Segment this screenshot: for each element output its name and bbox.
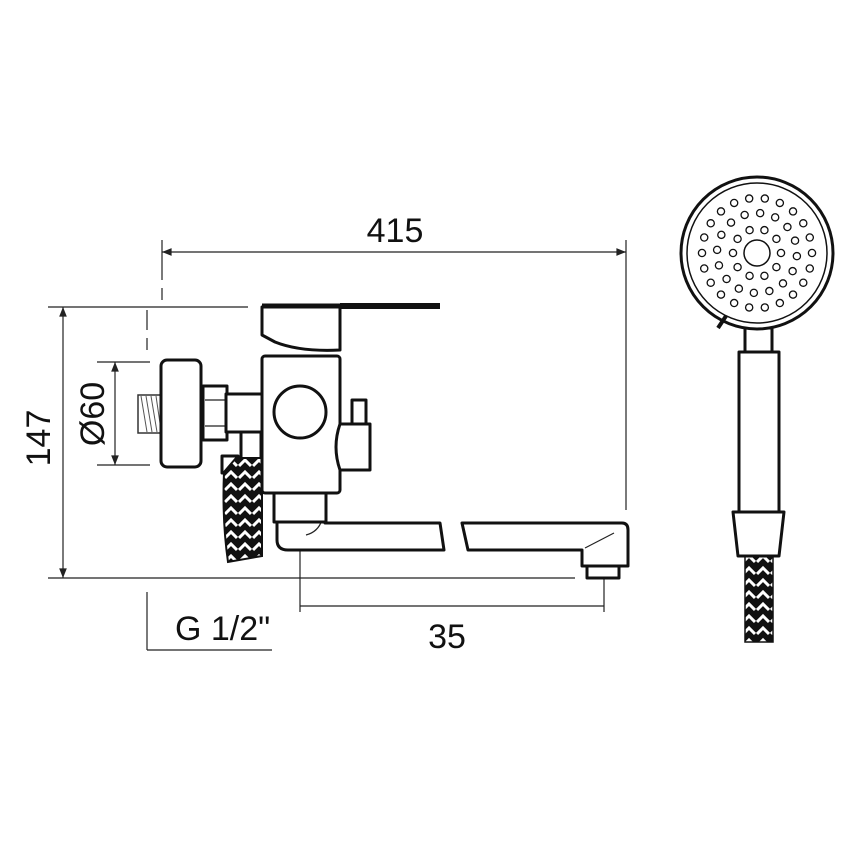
nozzle-hole <box>805 233 815 242</box>
dimension-overall-length: 415 <box>161 212 627 510</box>
nozzle-hole <box>749 288 759 298</box>
nozzle-hole <box>775 298 785 308</box>
dimension-flange-diameter: Ø60 <box>74 361 150 466</box>
hex-nut <box>201 384 229 442</box>
spout-end <box>460 521 630 568</box>
spout-front <box>275 518 446 552</box>
nozzle-hole <box>699 233 709 242</box>
dimension-label-415: 415 <box>367 212 424 250</box>
nozzle-hole <box>760 225 769 235</box>
nozzle-hole <box>729 298 739 308</box>
nozzle-hole <box>714 261 724 270</box>
nozzle-hole <box>760 303 770 312</box>
lever-bar <box>340 303 440 309</box>
hose-connector <box>239 430 263 462</box>
nozzle-hole <box>805 264 815 273</box>
nozzle-hole <box>733 262 742 272</box>
nozzle-hole <box>740 210 749 220</box>
spray-selector <box>716 314 728 330</box>
diverter-housing <box>334 422 372 472</box>
braided-hose <box>222 457 263 564</box>
nozzle-hole <box>790 236 800 245</box>
center-nozzle <box>743 239 771 267</box>
nozzle-hole <box>716 207 726 216</box>
nozzle-hole <box>783 222 792 232</box>
nozzle-hole <box>697 248 707 258</box>
nozzle-hole <box>788 290 798 299</box>
faucet-side-view <box>137 303 630 580</box>
dimension-label-thread: G 1/2" <box>175 610 270 648</box>
wall-flange <box>159 358 203 469</box>
nozzle-hole <box>726 218 736 227</box>
nozzle-hole <box>717 230 726 240</box>
nozzle-hole <box>733 234 742 244</box>
dimension-connection-thread: G 1/2" <box>146 310 272 651</box>
nozzle-hole <box>745 225 754 235</box>
nozzle-hole <box>772 262 781 272</box>
dimension-height: 147 <box>20 306 575 579</box>
nozzle-hole <box>760 194 770 203</box>
nozzle-hole <box>799 278 808 287</box>
nozzle-hole <box>775 198 785 208</box>
nozzle-hole <box>716 290 726 299</box>
nozzle-hole <box>770 213 780 222</box>
nozzle-hole <box>706 278 715 287</box>
shower-handle <box>737 350 781 514</box>
diverter-pin <box>350 398 368 427</box>
dimension-spout-offset: 35 <box>299 550 605 656</box>
nozzle-hole <box>744 303 754 312</box>
nozzle-hole <box>722 274 731 284</box>
nozzle-hole <box>712 245 722 255</box>
nozzle-hole <box>788 266 797 276</box>
nozzle-hole <box>778 279 788 288</box>
shower-neck <box>743 326 774 354</box>
nozzle-hole <box>745 271 754 281</box>
nozzle-hole <box>772 234 781 244</box>
nozzle-hole <box>728 248 738 258</box>
diverter-knob <box>272 384 328 440</box>
nozzle-hole <box>729 198 739 208</box>
shower-hose <box>744 555 774 643</box>
nozzle-hole <box>734 284 744 293</box>
spray-nozzles <box>697 194 817 312</box>
dimension-label-diameter: Ø60 <box>74 382 112 446</box>
nozzle-hole <box>755 208 765 218</box>
nozzle-hole <box>776 248 786 258</box>
nozzle-hole <box>807 248 817 258</box>
hand-shower <box>679 175 835 643</box>
nozzle-hole <box>799 219 808 228</box>
lever-handle <box>260 305 342 352</box>
nozzle-hole <box>760 271 769 281</box>
nozzle-hole <box>744 194 754 203</box>
dimension-label-35: 35 <box>428 618 466 656</box>
nozzle-hole <box>788 207 798 216</box>
dimension-label-147: 147 <box>20 410 58 467</box>
nozzle-hole <box>699 264 709 273</box>
spout-collar <box>272 490 328 524</box>
hose-sleeve <box>731 510 786 558</box>
aerator <box>585 564 621 580</box>
nozzle-hole <box>792 251 802 261</box>
nozzle-hole <box>765 286 774 296</box>
nozzle-hole <box>706 219 715 228</box>
